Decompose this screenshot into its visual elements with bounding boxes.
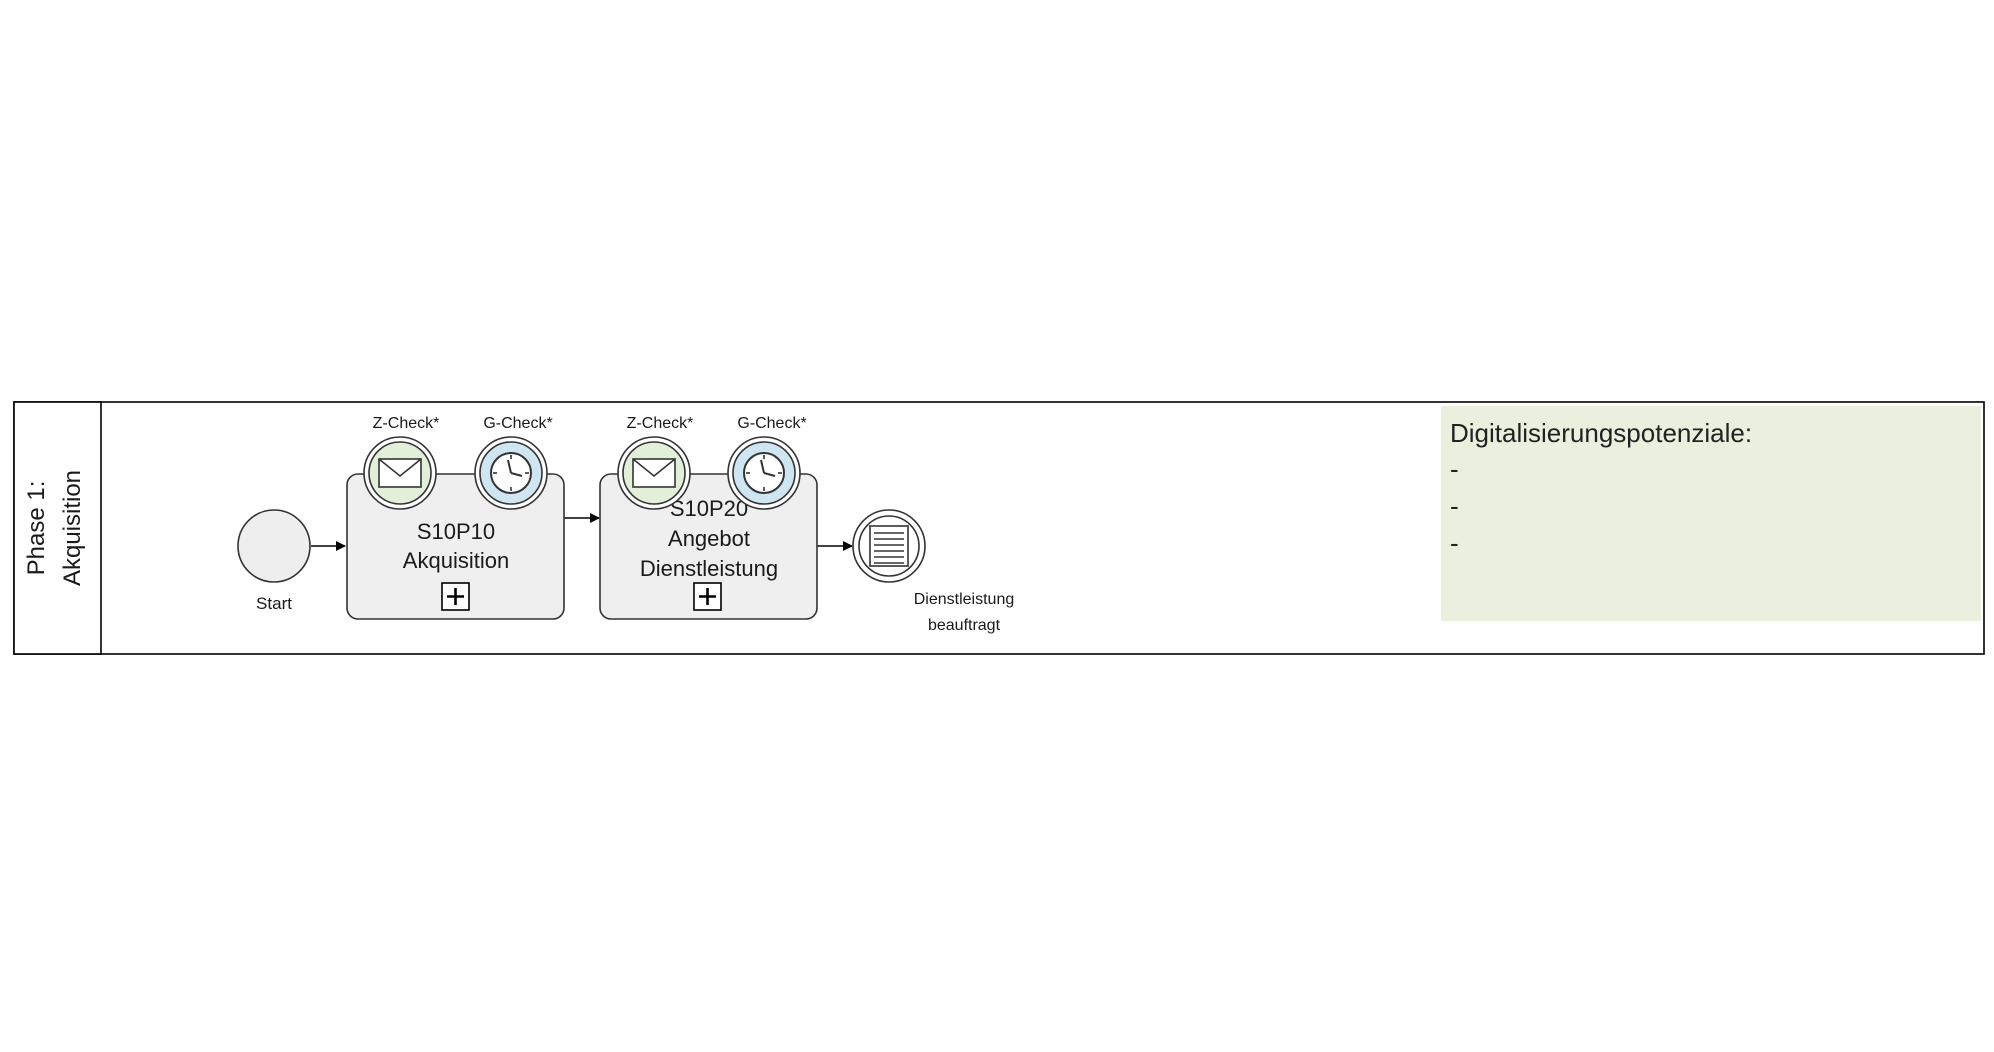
note-background [1441, 406, 1981, 621]
lane-label-name: Akquisition [59, 470, 86, 586]
start-event-label: Start [256, 594, 292, 613]
task-box[interactable] [599, 473, 818, 620]
envelope-icon [378, 458, 422, 488]
task-box[interactable] [346, 473, 565, 620]
task-name-line2: Dienstleistung [640, 556, 778, 581]
lane-label-phase: Phase 1: [23, 481, 50, 576]
subprocess-expand-icon[interactable] [441, 582, 470, 611]
task-id: S10P10 [417, 519, 495, 544]
start-event-circle[interactable] [237, 509, 311, 583]
task-s10p20[interactable]: S10P20 Angebot Dienstleistung [599, 473, 818, 620]
note-title: Digitalisierungspotenziale: [1450, 418, 1752, 448]
task-s10p10[interactable]: S10P10 Akquisition [346, 473, 565, 620]
boundary-event-g-check-task2[interactable]: G-Check* [727, 415, 807, 510]
end-event-label: Dienstleistung [914, 591, 1015, 608]
digitalization-note: Digitalisierungspotenziale: - - - [1441, 406, 1981, 621]
boundary-event-z-check-task1[interactable]: Z-Check* [363, 415, 440, 510]
envelope-icon [632, 458, 676, 488]
boundary-event-g-check-task1[interactable]: G-Check* [474, 415, 553, 510]
note-item: - [1450, 528, 1459, 558]
start-event[interactable]: Start [237, 509, 311, 613]
subprocess-expand-icon[interactable] [693, 582, 722, 611]
clock-icon [490, 452, 532, 494]
lane-header [13, 401, 102, 655]
sequence-flows [311, 513, 853, 551]
end-event-dienstleistung-beauftragt[interactable]: Dienstleistung beauftragt [852, 509, 1015, 634]
end-event-label-line2: beauftragt [928, 617, 1001, 634]
note-item: - [1450, 491, 1459, 521]
clock-icon [743, 452, 785, 494]
boundary-event-z-check-task2[interactable]: Z-Check* [617, 415, 694, 510]
note-item: - [1450, 454, 1459, 484]
boundary-event-label: Z-Check* [627, 415, 694, 432]
boundary-event-label: G-Check* [737, 415, 806, 432]
task-id: S10P20 [670, 496, 748, 521]
task-name: Akquisition [403, 548, 509, 573]
boundary-event-label: Z-Check* [373, 415, 440, 432]
conditional-icon [869, 525, 909, 567]
task-name: Angebot [668, 526, 750, 551]
boundary-event-label: G-Check* [483, 415, 552, 432]
